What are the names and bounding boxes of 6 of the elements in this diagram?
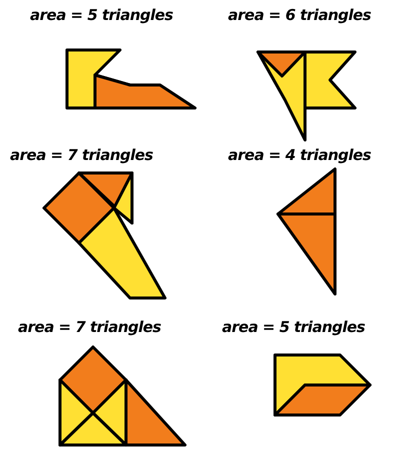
area-label: area = 7 triangles <box>18 318 161 336</box>
area-label: area = 6 triangles <box>228 6 371 24</box>
area-label: area = 7 triangles <box>10 146 153 164</box>
area-label: area = 5 triangles <box>222 318 365 336</box>
area-label: area = 4 triangles <box>228 146 371 164</box>
area-label: area = 5 triangles <box>30 6 173 24</box>
